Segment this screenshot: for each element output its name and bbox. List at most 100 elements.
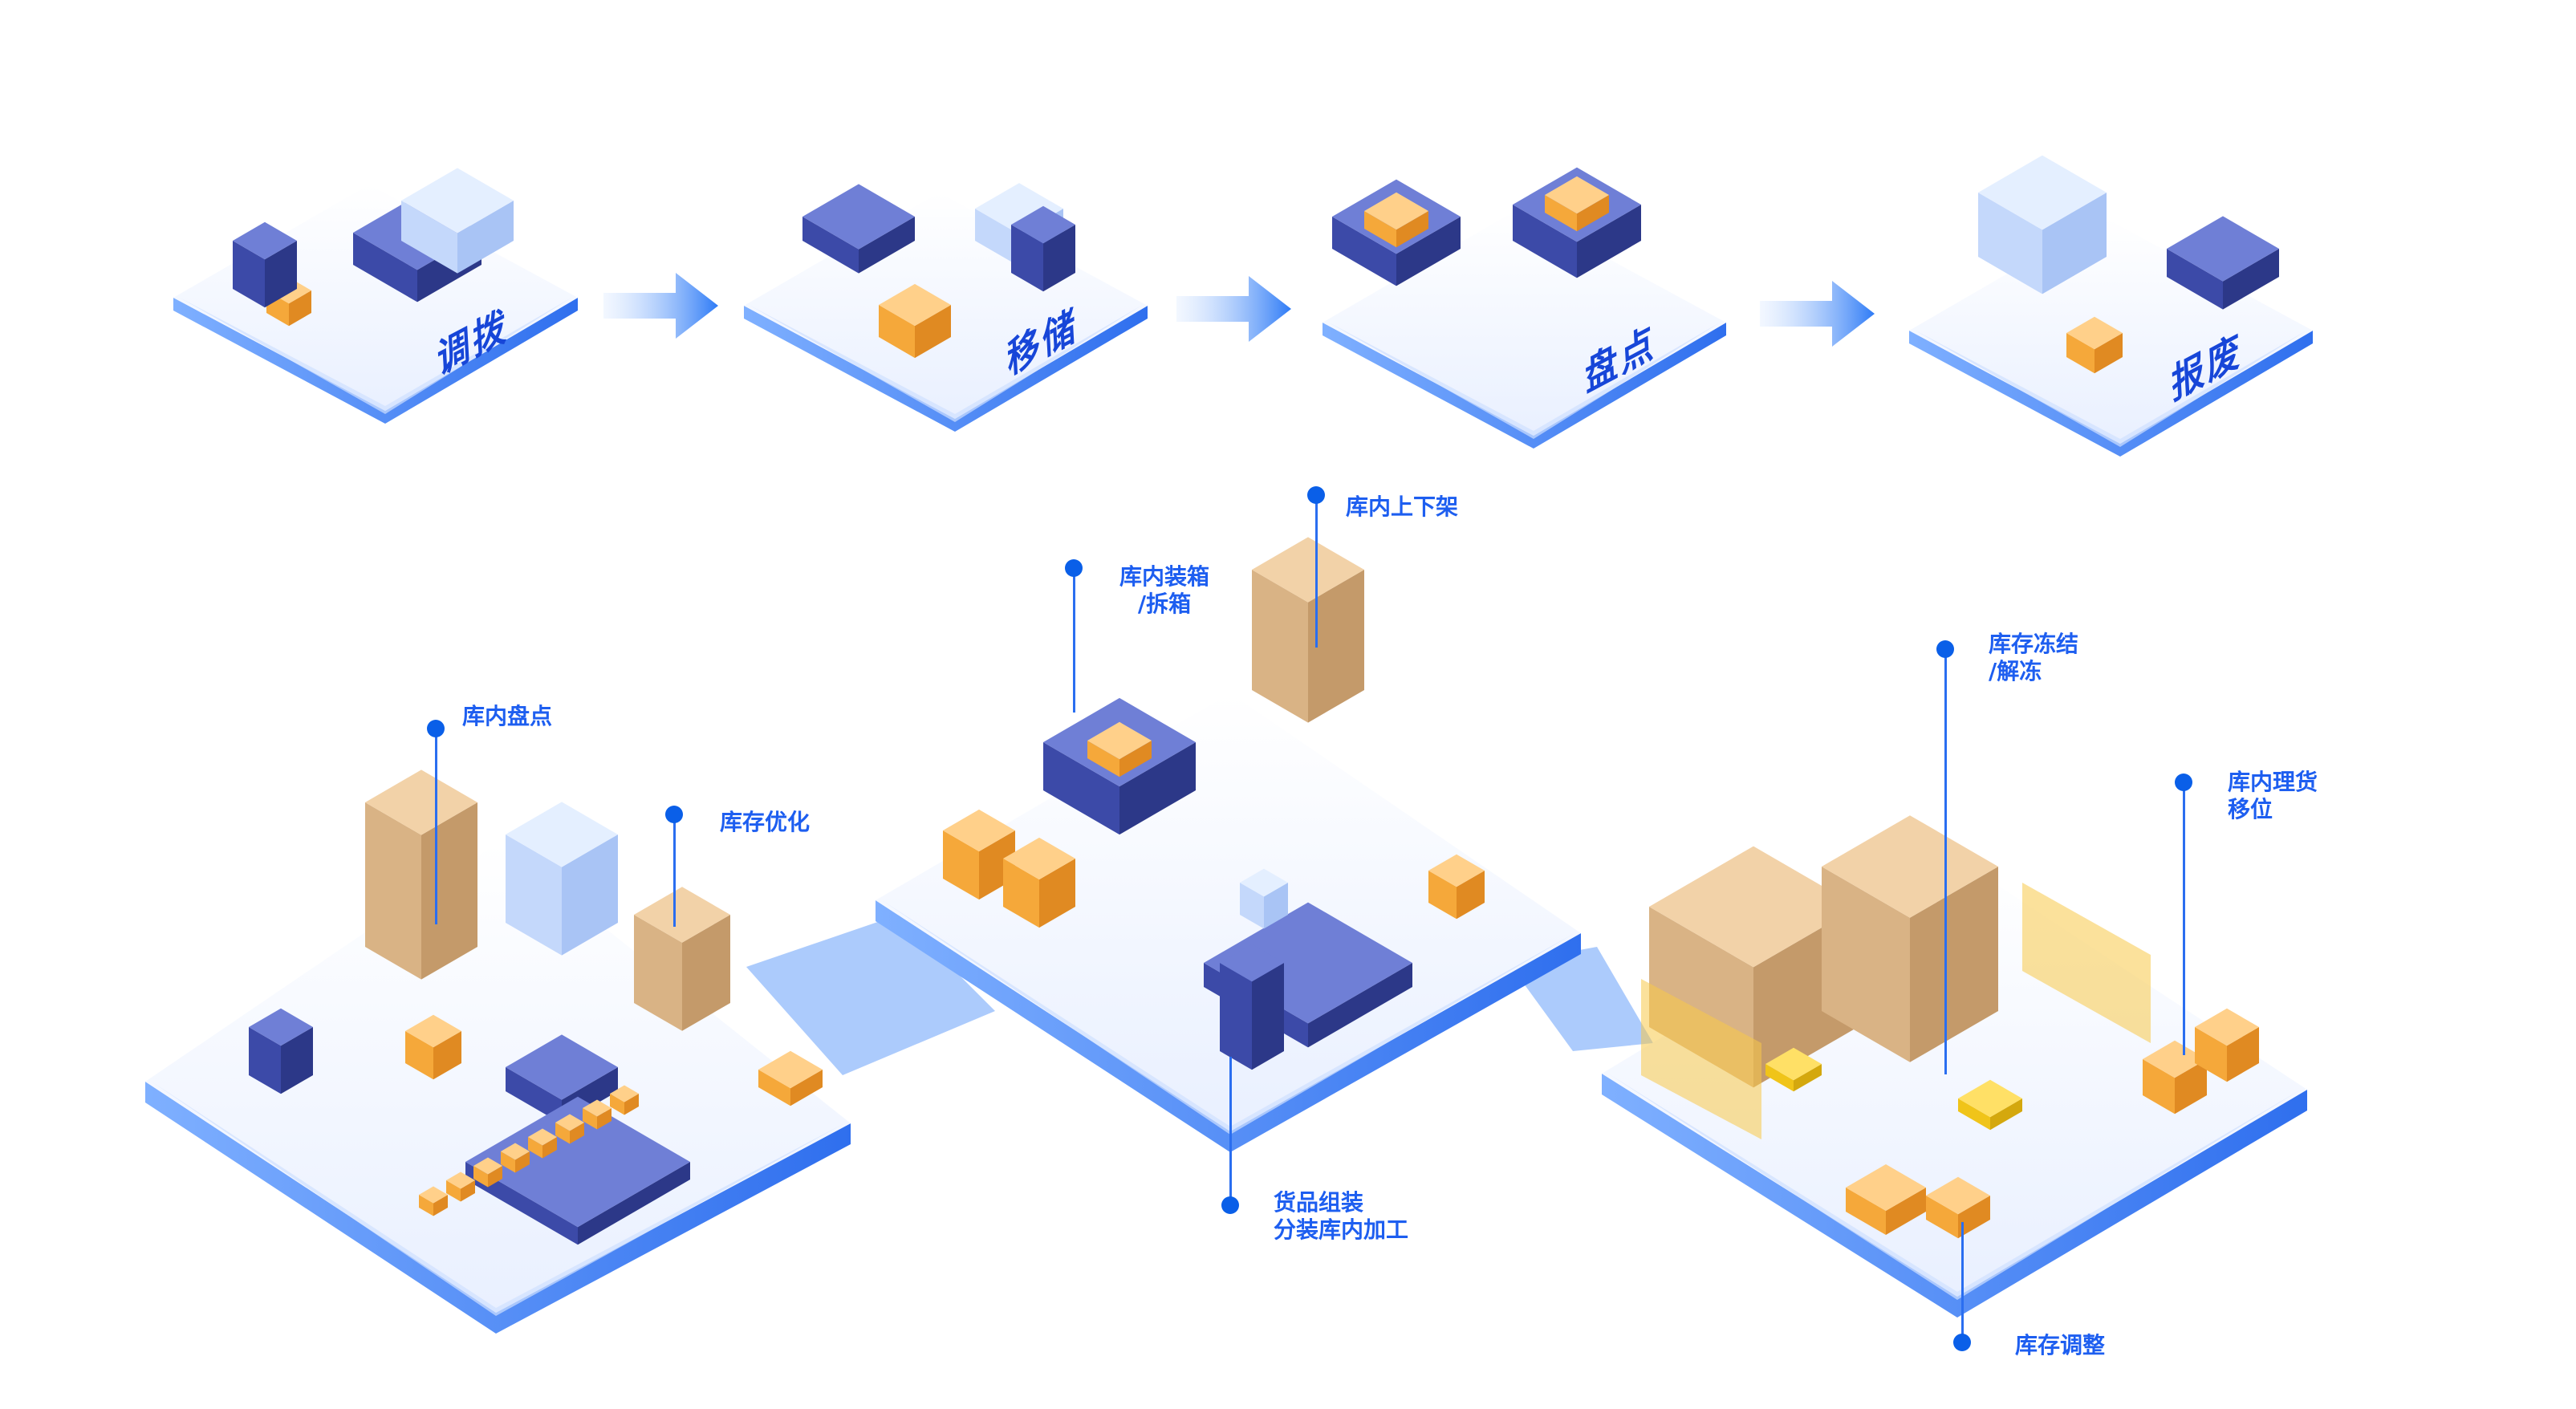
box-top xyxy=(473,1157,502,1175)
machine-panel xyxy=(506,802,618,956)
right-arrow-icon xyxy=(603,273,718,339)
box-top xyxy=(879,283,951,327)
box-left xyxy=(2143,1059,2175,1115)
cargo-box xyxy=(405,1014,461,1080)
box-left xyxy=(2195,1027,2227,1082)
fence xyxy=(1641,979,1761,1139)
box-left xyxy=(1978,193,2042,294)
box-right xyxy=(1457,871,1485,920)
box-right xyxy=(1252,963,1284,1070)
box-top xyxy=(1252,537,1364,603)
box-left xyxy=(1765,1064,1794,1092)
shelf-rack xyxy=(634,887,730,1031)
cargo-box xyxy=(419,1186,448,1216)
box-left xyxy=(233,241,265,308)
machine xyxy=(249,1008,313,1094)
cargo-box xyxy=(446,1171,475,1202)
callout-dot xyxy=(2175,774,2192,791)
box-top xyxy=(2195,1008,2259,1046)
box-left xyxy=(1428,871,1457,920)
box-left xyxy=(401,201,457,274)
box-left xyxy=(446,1180,461,1202)
box-top xyxy=(1846,1164,1926,1211)
box-top xyxy=(1926,1176,1990,1215)
box-left xyxy=(583,1108,597,1130)
platform-edge xyxy=(145,1082,851,1334)
box-left xyxy=(1240,883,1264,929)
cargo-box xyxy=(1087,721,1152,778)
box-top xyxy=(1649,846,1858,968)
callout-packing-line1: 库内装箱 xyxy=(1119,563,1210,590)
box-right xyxy=(2227,1027,2259,1082)
cargo-box xyxy=(583,1099,611,1130)
box-top xyxy=(1220,944,1284,982)
box-right xyxy=(1264,883,1288,929)
cargo-box xyxy=(758,1050,823,1106)
box-left xyxy=(473,1166,488,1188)
box-right xyxy=(488,1166,502,1188)
box-left xyxy=(501,1151,515,1173)
callout-line xyxy=(434,729,437,924)
box-top xyxy=(802,184,915,250)
callout-freeze-line1: 库存冻结 xyxy=(1989,631,2079,657)
callout-dot xyxy=(427,720,445,737)
box-top xyxy=(1087,721,1152,760)
box-top xyxy=(2066,316,2123,350)
box-top xyxy=(1003,837,1075,880)
box-right xyxy=(289,290,311,327)
box-right xyxy=(1577,205,1641,278)
cargo-box xyxy=(1428,854,1485,920)
box-top xyxy=(975,183,1063,234)
box-top xyxy=(419,1186,448,1204)
callout-freeze-line2: /解冻 xyxy=(1989,658,2042,684)
box-left xyxy=(2167,249,2223,310)
shelf-rack xyxy=(1822,815,1998,1062)
callout-inventory-optimize: 库存优化 xyxy=(720,809,811,835)
box-right xyxy=(2175,1059,2207,1115)
cargo-box xyxy=(1545,176,1609,232)
callout-line xyxy=(1314,495,1318,648)
box-right xyxy=(1119,742,1196,835)
box-top xyxy=(1978,155,2107,230)
machine xyxy=(465,1096,690,1245)
box-top xyxy=(506,1034,618,1100)
callout-relocate-line1: 库内理货 xyxy=(2228,769,2318,795)
box-left xyxy=(943,830,979,900)
box-left xyxy=(1332,217,1396,286)
callout-line xyxy=(1960,1222,1964,1342)
box-top xyxy=(610,1085,639,1102)
box-top xyxy=(1958,1079,2022,1118)
machine xyxy=(1220,944,1284,1070)
callout-freeze: 库存冻结 /解冻 xyxy=(1989,631,2078,685)
machine-panel xyxy=(1978,155,2107,294)
right-arrow-icon xyxy=(1176,276,1291,342)
box-right xyxy=(562,834,618,956)
machine-panel xyxy=(401,168,514,274)
box-top xyxy=(634,887,730,943)
box-top xyxy=(2143,1040,2207,1078)
box-top xyxy=(501,1143,530,1160)
box-top xyxy=(465,1096,690,1228)
box-left xyxy=(1003,859,1039,928)
callout-line xyxy=(672,814,676,927)
box-right xyxy=(1794,1064,1822,1092)
cargo-box xyxy=(528,1128,557,1159)
callout-dot xyxy=(1221,1196,1239,1214)
box-left xyxy=(249,1027,281,1094)
box-left xyxy=(1364,211,1396,248)
box-right xyxy=(1910,867,1998,1062)
cargo-box xyxy=(879,283,951,359)
box-left xyxy=(802,217,859,274)
box-left xyxy=(365,802,421,980)
box-right xyxy=(1396,211,1428,248)
callout-dot xyxy=(1953,1334,1971,1351)
callout-line xyxy=(2182,782,2185,1055)
platform-edge xyxy=(876,900,1581,1152)
box-left xyxy=(2066,333,2095,374)
box-right xyxy=(682,915,730,1031)
callout-line xyxy=(1944,649,1947,1074)
box-right xyxy=(1396,217,1461,286)
platform-top xyxy=(145,843,851,1313)
cargo-box xyxy=(610,1085,639,1115)
box-left xyxy=(1513,205,1577,278)
